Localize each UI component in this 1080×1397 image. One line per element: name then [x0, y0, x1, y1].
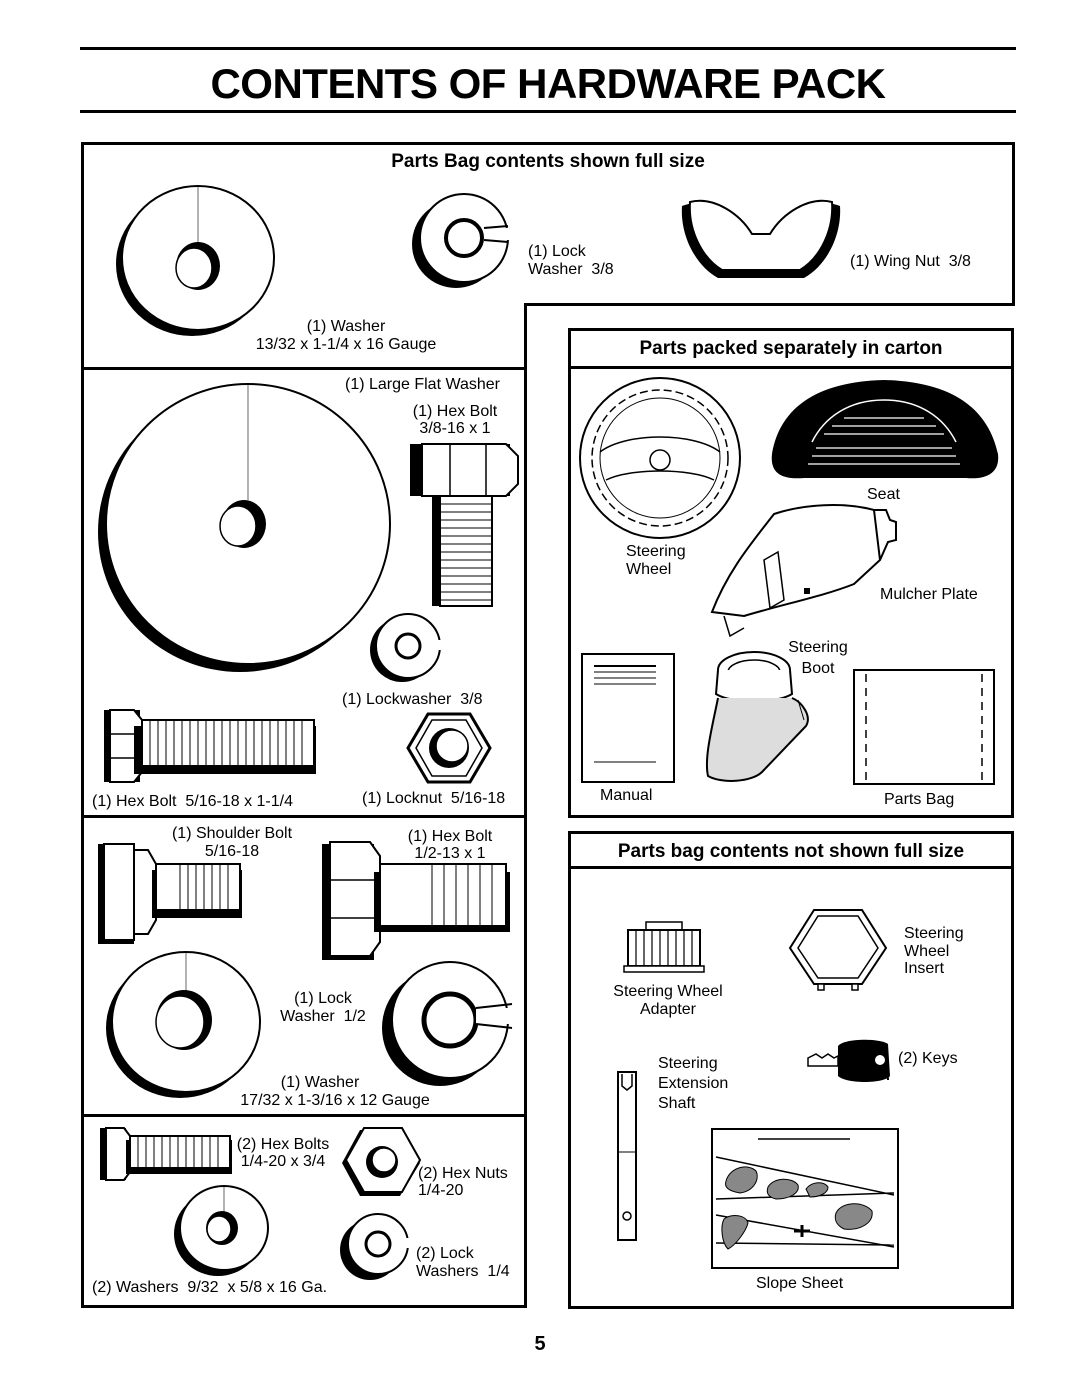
hex-nuts-1-4-icon [342, 1127, 422, 1196]
washer-13-32-spec: 13/32 x 1-1/4 x 16 Gauge [255, 336, 437, 353]
not-full-size-section [568, 831, 1014, 1309]
lock-washer-3-8-qty: (1) Lock [528, 243, 586, 260]
hex-bolt-3-8-icon [410, 443, 519, 607]
hex-bolt-1-2-qty: (1) Hex Bolt [407, 828, 493, 845]
top-rule [80, 47, 1016, 50]
lock-washer-3-8-icon [412, 193, 514, 288]
hex-nuts-1-4-qty: (2) Hex Nuts [418, 1165, 508, 1182]
hex-bolt-5-16-label: (1) Hex Bolt 5/16-18 x 1-1/4 [92, 793, 293, 810]
washer-13-32-qty: (1) Washer [306, 318, 386, 335]
lock-washer-1-2-icon [382, 961, 518, 1086]
manual-icon [581, 653, 675, 783]
hex-bolts-1-4-spec: 1/4-20 x 3/4 [240, 1153, 326, 1170]
steering-wheel-insert-label-2: Wheel [904, 943, 950, 960]
steering-wheel-insert-icon [788, 909, 888, 991]
page-title: CONTENTS OF HARDWARE PACK [210, 60, 886, 107]
mulcher-plate-label: Mulcher Plate [880, 586, 978, 603]
parts-bag-icon [853, 669, 995, 785]
hex-nuts-1-4-spec: 1/4-20 [418, 1182, 464, 1199]
carton-header-rule [568, 366, 1014, 369]
parts-bag-label: Parts Bag [884, 791, 955, 808]
seat-label: Seat [867, 486, 900, 503]
not-full-size-header-rule [568, 866, 1014, 869]
hex-bolt-1-2-spec: 1/2-13 x 1 [414, 845, 486, 862]
steering-wheel-icon [579, 377, 741, 539]
steering-extension-shaft-icon [617, 1071, 637, 1241]
steering-extension-shaft-label-1: Steering [658, 1055, 718, 1072]
keys-label: (2) Keys [898, 1050, 958, 1067]
large-flat-washer-label: (1) Large Flat Washer [344, 376, 500, 393]
washers-9-32-icon [174, 1185, 269, 1276]
washers-9-32-label: (2) Washers 9/32 x 5/8 x 16 Ga. [92, 1279, 328, 1296]
lockwasher-3-8-icon [370, 613, 446, 682]
steering-wheel-adapter-label-1: Steering Wheel [613, 983, 723, 1000]
washer-13-32-icon [116, 185, 275, 336]
slope-sheet-label: Slope Sheet [756, 1275, 844, 1292]
locknut-5-16-icon [406, 712, 492, 784]
steering-boot-label-1: Steering [788, 639, 848, 656]
steering-extension-shaft-label-2: Extension [658, 1075, 729, 1092]
washer-17-32-spec: 17/32 x 1-3/16 x 12 Gauge [240, 1092, 430, 1109]
hex-bolt-3-8-spec: 3/8-16 x 1 [419, 420, 491, 437]
shoulder-bolt-spec: 5/16-18 [204, 843, 260, 860]
title-rule [80, 110, 1016, 113]
steering-wheel-adapter-label-2: Adapter [639, 1001, 697, 1018]
large-flat-washer-icon [98, 383, 391, 672]
page-number: 5 [534, 1333, 546, 1355]
steering-extension-shaft-label-3: Shaft [658, 1095, 696, 1112]
wing-nut-label: (1) Wing Nut 3/8 [850, 253, 971, 270]
steering-wheel-label-1: Steering [626, 543, 686, 560]
shoulder-bolt-qty: (1) Shoulder Bolt [171, 825, 293, 842]
mulcher-plate-icon [710, 504, 897, 638]
steering-wheel-insert-label-3: Insert [904, 960, 945, 977]
full-size-title: Parts Bag contents shown full size [391, 151, 705, 172]
left-column-divider-3 [81, 1114, 527, 1117]
hex-bolt-5-16-icon [104, 709, 316, 783]
lock-washer-3-8-spec: Washer 3/8 [528, 261, 614, 278]
steering-wheel-insert-label-1: Steering [904, 925, 964, 942]
lock-washer-1-2-qty: (1) Lock [294, 990, 352, 1007]
shoulder-bolt-icon [98, 843, 242, 944]
hex-bolt-1-2-icon [322, 841, 510, 960]
steering-wheel-adapter-icon [623, 921, 705, 973]
manual-label: Manual [600, 787, 653, 804]
lock-washers-1-4-icon [340, 1213, 414, 1280]
washer-17-32-qty: (1) Washer [280, 1074, 360, 1091]
hex-bolt-3-8-qty: (1) Hex Bolt [412, 403, 498, 420]
steering-boot-icon [705, 651, 809, 782]
hex-bolts-1-4-qty: (2) Hex Bolts [236, 1136, 330, 1153]
wing-nut-icon [681, 199, 841, 278]
not-full-size-title: Parts bag contents not shown full size [617, 841, 965, 862]
key-icon [807, 1039, 890, 1082]
steering-boot-label-2: Boot [801, 660, 835, 677]
lock-washers-1-4-qty: (2) Lock [416, 1245, 474, 1262]
left-column-divider-1 [81, 367, 527, 370]
left-column-divider-2 [81, 815, 527, 818]
lock-washers-1-4-spec: Washers 1/4 [416, 1263, 510, 1280]
steering-wheel-label-2: Wheel [626, 561, 672, 578]
locknut-5-16-label: (1) Locknut 5/16-18 [362, 790, 506, 807]
lock-washer-1-2-spec: Washer 1/2 [280, 1008, 366, 1025]
slope-sheet-icon [711, 1128, 899, 1269]
lockwasher-3-8-label: (1) Lockwasher 3/8 [342, 691, 483, 708]
hex-bolts-1-4-icon [100, 1127, 232, 1181]
carton-title: Parts packed separately in carton [639, 338, 943, 359]
washer-17-32-icon [106, 951, 261, 1098]
seat-icon [771, 380, 999, 479]
